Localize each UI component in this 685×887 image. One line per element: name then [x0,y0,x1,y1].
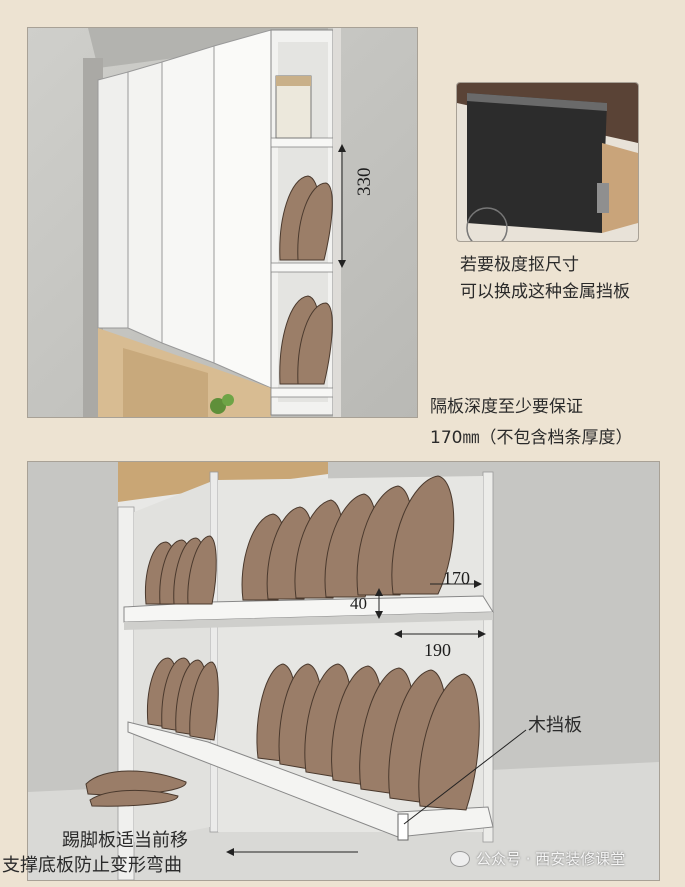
cabinet-door [97,71,129,329]
shelf-note-line2: 170㎜（不包含档条厚度） [430,428,633,448]
black-metal-board [467,93,607,233]
watermark: 公众号 · 西安装修课堂 [450,848,625,869]
wood-stopper-board [397,813,409,841]
dimension-330-label: 330 [354,167,375,197]
top-cabinet-drawing [28,28,417,417]
bottom-cabinet-drawing [28,462,659,880]
floor-shoes [85,770,187,807]
kickboard-label-line1: 踢脚板适当前移 [62,830,188,851]
cabinet-door [213,29,272,389]
cabinet-door [127,61,163,344]
cabinet-door [161,45,215,364]
wechat-icon [450,850,470,867]
dimension-40-label: 40 [350,594,367,613]
top-cabinet-panel: 330 [27,27,418,418]
lower-shelf [127,721,494,838]
watermark-text: 公众号 · 西安装修课堂 [476,850,626,868]
shelf-note-line1: 隔板深度至少要保证 [430,397,583,417]
dimension-170-label: 170 [443,568,470,588]
inset-caption-line1: 若要极度抠尺寸 [460,255,579,275]
lower-shoe-row [146,657,480,811]
inset-caption-line2: 可以换成这种金属挡板 [460,282,630,302]
metal-board-photo [457,83,638,241]
bottom-cabinet-panel: 170 40 190 木挡板 [27,461,660,881]
wood-board-label: 木挡板 [528,715,582,736]
inset-photo-panel [456,82,639,242]
kickboard-label-line2: 支撑底板防止变形弯曲 [2,855,182,876]
dimension-190-label: 190 [424,640,451,660]
upper-shoe-row [144,475,455,605]
